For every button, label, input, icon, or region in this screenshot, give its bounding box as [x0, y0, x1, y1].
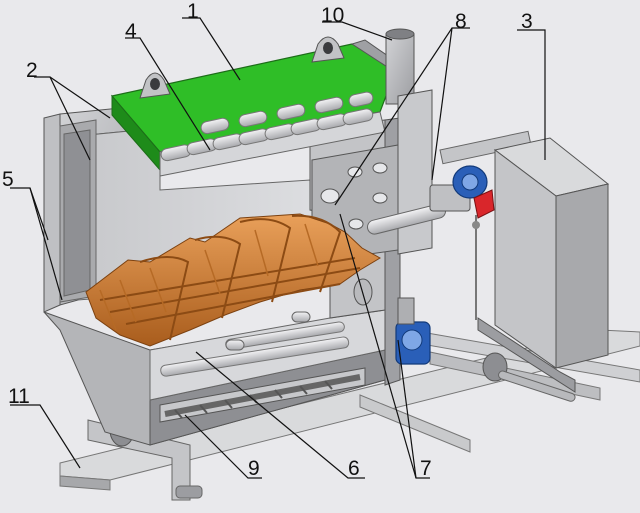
leader-lines — [10, 17, 546, 479]
label-8: 8 — [455, 10, 467, 33]
lower-drive — [395, 297, 431, 365]
fuel-hopper — [477, 137, 610, 393]
label-9: 9 — [248, 457, 260, 480]
label-1: 1 — [187, 0, 199, 23]
base-frame — [59, 329, 640, 501]
part-labels: 1 2 3 4 5 6 7 8 9 10 11 — [2, 0, 533, 480]
label-4: 4 — [125, 20, 137, 43]
grate — [85, 213, 381, 351]
label-5: 5 — [2, 168, 14, 191]
label-10: 10 — [321, 4, 344, 27]
label-3: 3 — [521, 10, 533, 33]
label-7: 7 — [420, 457, 432, 480]
ash-screw — [164, 374, 361, 419]
label-2: 2 — [26, 59, 38, 82]
heat-exchanger-tubes — [159, 91, 386, 177]
top-cover — [110, 36, 410, 172]
upper-drive — [439, 130, 532, 320]
label-11: 11 — [8, 385, 30, 408]
label-6: 6 — [348, 457, 360, 480]
